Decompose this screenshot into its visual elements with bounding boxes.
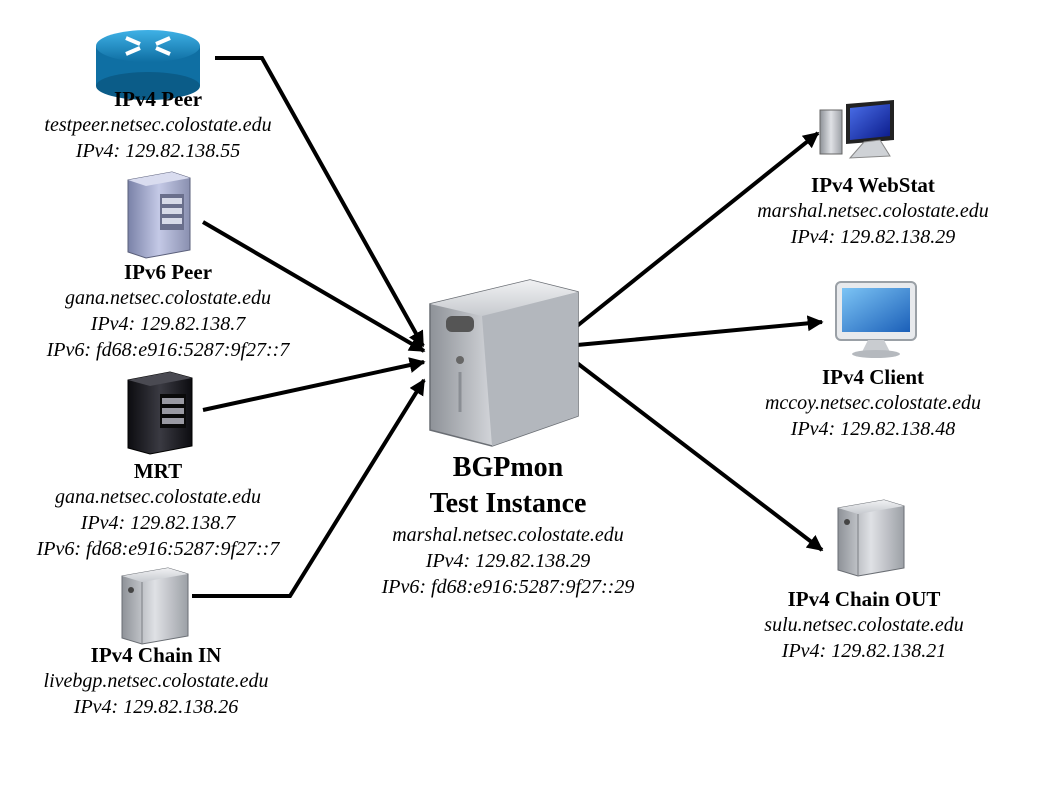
node-host: gana.netsec.colostate.edu — [64, 287, 272, 309]
node-host: mccoy.netsec.colostate.edu — [764, 392, 982, 414]
small-server-icon — [121, 567, 189, 645]
desktop-computer-icon — [819, 100, 894, 159]
node-chain-in: IPv4 Chain IN livebgp.netsec.colostate.e… — [44, 642, 269, 720]
node-bgpmon: BGPmon Test Instance marshal.netsec.colo… — [382, 450, 635, 600]
small-server-icon — [837, 499, 905, 577]
node-title: MRT — [133, 459, 183, 483]
edge-bgpmon-to-webstat — [575, 131, 820, 328]
node-host: marshal.netsec.colostate.edu — [757, 200, 989, 222]
edge-chain-in-to-bgpmon — [192, 378, 426, 598]
node-ipv6: IPv6: fd68:e916:5287:9f27::29 — [381, 576, 635, 598]
node-title: IPv4 Client — [821, 365, 925, 389]
node-host: testpeer.netsec.colostate.edu — [44, 114, 272, 136]
node-title: IPv4 Chain OUT — [787, 587, 941, 611]
node-ipv6: IPv6: fd68:e916:5287:9f27::7 — [46, 339, 290, 361]
node-ipv4: IPv4: 129.82.138.29 — [425, 550, 591, 572]
node-ipv4: IPv4: 129.82.138.21 — [781, 640, 947, 662]
node-chain-out: IPv4 Chain OUT sulu.netsec.colostate.edu… — [764, 586, 963, 664]
router-icon — [96, 30, 200, 100]
node-ipv6: IPv6: fd68:e916:5287:9f27::7 — [36, 538, 280, 560]
black-server-icon — [127, 371, 193, 455]
node-client: IPv4 Client mccoy.netsec.colostate.edu I… — [765, 364, 981, 442]
node-webstat: IPv4 WebStat marshal.netsec.colostate.ed… — [757, 172, 989, 250]
node-title: IPv4 WebStat — [811, 173, 935, 197]
node-title: IPv4 Peer — [113, 87, 203, 111]
edge-bgpmon-to-client — [576, 315, 824, 347]
edge-ipv4-peer-to-bgpmon — [215, 56, 425, 348]
node-subtitle: Test Instance — [429, 488, 587, 519]
server-tower-icon — [127, 171, 191, 259]
edge-mrt-to-bgpmon — [202, 357, 426, 412]
edge-bgpmon-to-chain-out — [575, 361, 824, 552]
node-title: IPv4 Chain IN — [90, 643, 222, 667]
node-ipv4: IPv4: 129.82.138.7 — [80, 512, 236, 534]
node-host: marshal.netsec.colostate.edu — [392, 524, 624, 546]
node-host: gana.netsec.colostate.edu — [54, 486, 262, 508]
node-ipv4: IPv4: 129.82.138.26 — [73, 696, 239, 718]
node-ipv6-peer: IPv6 Peer gana.netsec.colostate.edu IPv4… — [47, 259, 290, 363]
node-ipv4: IPv4: 129.82.138.55 — [75, 140, 241, 162]
node-mrt: MRT gana.netsec.colostate.edu IPv4: 129.… — [37, 458, 280, 562]
monitor-icon — [835, 281, 917, 358]
node-ipv4-peer: IPv4 Peer testpeer.netsec.colostate.edu … — [44, 86, 271, 164]
node-ipv4: IPv4: 129.82.138.29 — [790, 226, 956, 248]
node-host: livebgp.netsec.colostate.edu — [43, 670, 269, 692]
node-title: BGPmon — [452, 452, 564, 483]
edge-ipv6-peer-to-bgpmon — [201, 220, 426, 353]
main-server-icon — [429, 279, 579, 447]
node-host: sulu.netsec.colostate.edu — [764, 614, 964, 636]
node-title: IPv6 Peer — [123, 260, 213, 284]
node-ipv4: IPv4: 129.82.138.7 — [90, 313, 246, 335]
node-ipv4: IPv4: 129.82.138.48 — [790, 418, 956, 440]
